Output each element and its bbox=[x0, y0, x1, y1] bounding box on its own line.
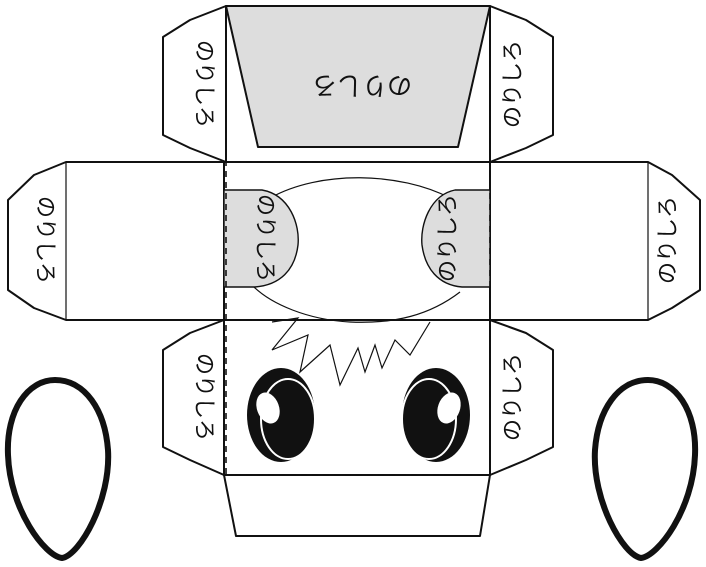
upper-left-tab-label: のりしろ bbox=[191, 40, 216, 128]
upper-right-tab-label: のりしろ bbox=[501, 40, 526, 128]
left-glue-pad-label: のりしろ bbox=[252, 194, 277, 282]
left-eye bbox=[247, 368, 316, 462]
top-glue-flap bbox=[225, 5, 491, 148]
lower-left-tab-label: のりしろ bbox=[191, 353, 216, 441]
right-eye bbox=[401, 368, 470, 462]
right-panel-label: のりしろ bbox=[656, 196, 681, 284]
left-glue-pad bbox=[223, 189, 299, 288]
fold-lines bbox=[224, 6, 491, 476]
left-panel-label: のりしろ bbox=[32, 196, 57, 284]
left-ear-outline bbox=[4, 376, 112, 562]
right-glue-pad bbox=[421, 189, 491, 288]
left-side-panel bbox=[7, 161, 225, 321]
top-flap-label: のりしろ bbox=[312, 71, 412, 100]
lower-right-tab-label: のりしろ bbox=[501, 353, 526, 441]
right-glue-pad-label: のりしろ bbox=[436, 194, 461, 282]
right-ear-outline bbox=[591, 376, 699, 562]
hair-drawing bbox=[271, 317, 431, 387]
head-outline bbox=[249, 177, 461, 323]
bottom-tab bbox=[223, 474, 491, 537]
